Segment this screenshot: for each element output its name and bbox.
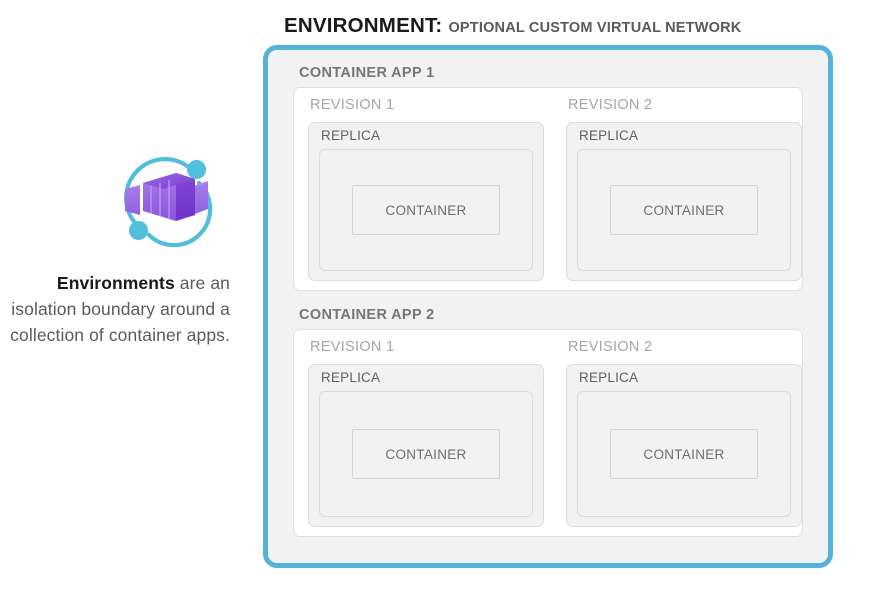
container-app-box: CONTAINER APP 1 REVISION 1 REPLICA CONTA… [278, 60, 818, 297]
revision-column: REVISION 2 REPLICA CONTAINER [566, 88, 804, 290]
replica-inner-frame: CONTAINER [319, 391, 533, 517]
environment-heading-title: ENVIRONMENT: [284, 14, 443, 37]
azure-container-apps-logo-icon [113, 145, 221, 253]
container-label: CONTAINER [643, 202, 725, 218]
replica-label: REPLICA [321, 128, 381, 143]
replica-inner-frame: CONTAINER [319, 149, 533, 271]
replica-inner-frame: CONTAINER [577, 149, 791, 271]
container-box: CONTAINER [610, 185, 758, 235]
container-label: CONTAINER [643, 446, 725, 462]
replica-box: REPLICA CONTAINER [566, 122, 802, 281]
revision-column: REVISION 2 REPLICA CONTAINER [566, 330, 804, 536]
revision-column: REVISION 1 REPLICA CONTAINER [308, 330, 546, 536]
replica-box: REPLICA CONTAINER [308, 122, 544, 281]
revision-label: REVISION 1 [310, 339, 395, 355]
container-app-label: CONTAINER APP 2 [299, 307, 435, 323]
caption-bold-word: Environments [56, 273, 175, 293]
revision-label: REVISION 1 [310, 97, 395, 113]
environment-boundary-box: CONTAINER APP 1 REVISION 1 REPLICA CONTA… [263, 45, 833, 568]
revisions-panel: REVISION 1 REPLICA CONTAINER REVISION 2 … [293, 329, 803, 537]
revision-label: REVISION 2 [568, 339, 653, 355]
environment-caption: Environments are an isolation boundary a… [8, 270, 230, 348]
container-app-label: CONTAINER APP 1 [299, 65, 435, 81]
container-box: CONTAINER [352, 429, 500, 479]
revisions-panel: REVISION 1 REPLICA CONTAINER REVISION 2 … [293, 87, 803, 291]
environment-heading: ENVIRONMENT: OPTIONAL CUSTOM VIRTUAL NET… [284, 14, 741, 42]
container-box: CONTAINER [352, 185, 500, 235]
replica-inner-frame: CONTAINER [577, 391, 791, 517]
replica-label: REPLICA [579, 370, 639, 385]
container-label: CONTAINER [385, 446, 467, 462]
caption-rest: are an isolation boundary around a colle… [10, 273, 230, 345]
revision-column: REVISION 1 REPLICA CONTAINER [308, 88, 546, 290]
container-app-box: CONTAINER APP 2 REVISION 1 REPLICA CONTA… [278, 302, 818, 543]
environment-heading-subtitle: OPTIONAL CUSTOM VIRTUAL NETWORK [448, 20, 742, 36]
replica-label: REPLICA [321, 370, 381, 385]
container-label: CONTAINER [385, 202, 467, 218]
container-box: CONTAINER [610, 429, 758, 479]
replica-label: REPLICA [579, 128, 639, 143]
left-info-panel: Environments are an isolation boundary a… [0, 0, 250, 593]
replica-box: REPLICA CONTAINER [566, 364, 802, 527]
revision-label: REVISION 2 [568, 97, 653, 113]
replica-box: REPLICA CONTAINER [308, 364, 544, 527]
